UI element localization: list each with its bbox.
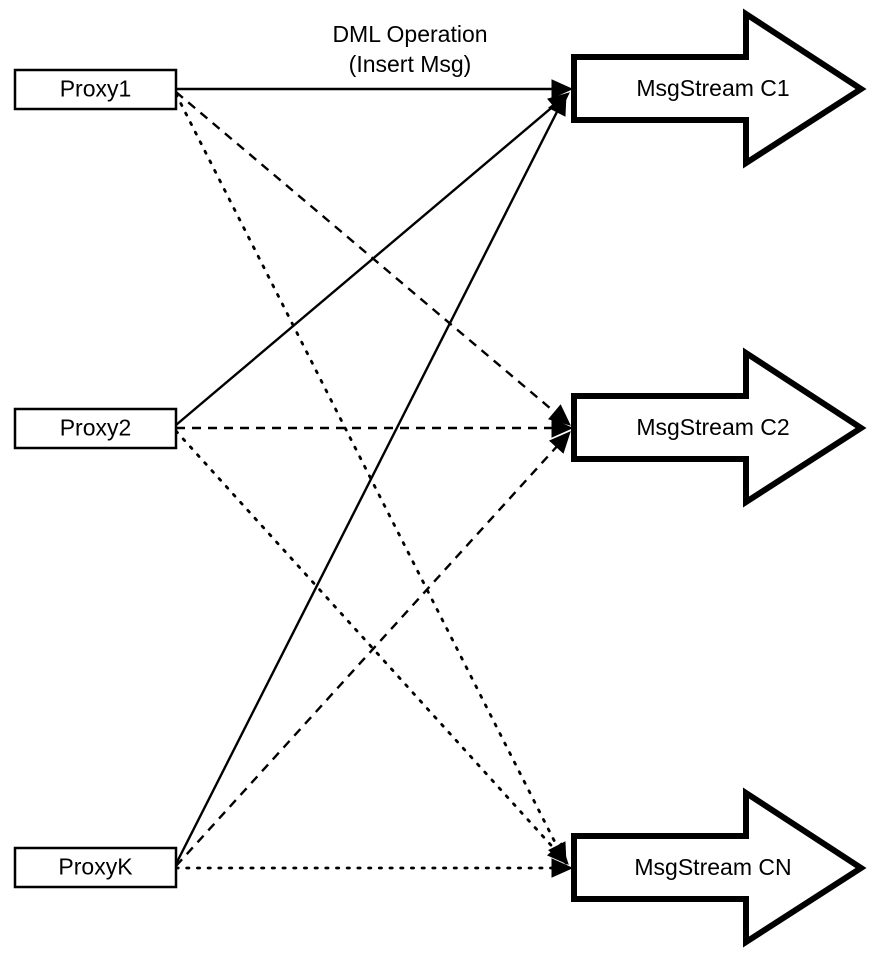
proxy-label-proxy2: Proxy2 — [60, 415, 132, 441]
proxy-node-proxy1[interactable]: Proxy1 — [13, 68, 178, 111]
edge-arrowhead — [551, 418, 574, 438]
edge-proxyK-to-c1 — [174, 92, 567, 865]
edge-proxyK-to-cn — [174, 858, 574, 878]
dml-operation-caption: DML Operation (Insert Msg) — [332, 21, 487, 77]
proxy-label-proxyK: ProxyK — [58, 854, 133, 880]
caption-line-2: (Insert Msg) — [349, 51, 472, 77]
edge-line-solid — [175, 99, 562, 426]
edge-arrowhead — [551, 79, 574, 99]
msgstream-label-cn: MsgStream CN — [634, 854, 791, 880]
msgstream-c1[interactable]: MsgStream C1 — [571, 8, 867, 169]
msgstream-cn[interactable]: MsgStream CN — [571, 787, 867, 948]
msgstream-c2[interactable]: MsgStream C2 — [571, 347, 867, 508]
edge-arrowhead — [546, 842, 569, 865]
proxy-label-proxy1: Proxy1 — [60, 76, 132, 102]
msgstream-arrow-shape[interactable] — [571, 787, 867, 948]
edges-layer — [174, 79, 574, 878]
edge-arrowhead — [551, 858, 574, 878]
edge-line-dotted — [174, 92, 563, 856]
edge-line-dashed — [175, 91, 563, 419]
msgstream-label-c2: MsgStream C2 — [636, 414, 789, 440]
edge-arrowhead — [548, 431, 571, 454]
proxy-box-rect[interactable] — [13, 407, 178, 450]
edge-arrowhead — [548, 92, 567, 117]
edge-line-dashed — [175, 439, 564, 867]
msgstream-arrow-shape[interactable] — [571, 347, 867, 508]
msgstream-arrow-shape[interactable] — [571, 8, 867, 169]
proxy-box-rect[interactable] — [13, 846, 178, 889]
edge-proxy2-to-cn — [174, 429, 569, 865]
proxy-node-proxy2[interactable]: Proxy2 — [13, 407, 178, 450]
proxy-box-rect[interactable] — [13, 68, 178, 111]
msgstream-label-c1: MsgStream C1 — [636, 75, 789, 101]
proxy-node-proxyK[interactable]: ProxyK — [13, 846, 178, 889]
edge-proxy1-to-c1 — [176, 79, 574, 99]
edge-proxyK-to-c2 — [175, 431, 571, 867]
msgstream-targets-layer: MsgStream C1 MsgStream C2 MsgStream CN — [571, 8, 867, 948]
caption-line-1: DML Operation — [332, 21, 487, 47]
edge-proxy2-to-c2 — [176, 418, 574, 438]
edge-line-dotted — [174, 429, 563, 858]
edge-line-solid — [174, 103, 563, 865]
